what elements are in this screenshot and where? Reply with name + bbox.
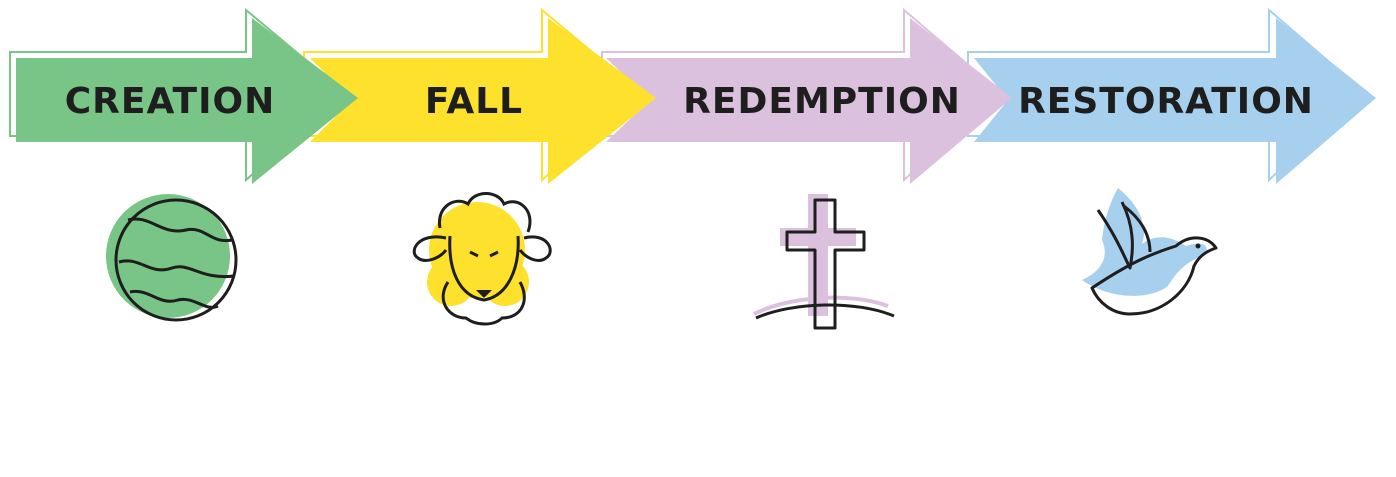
arrow-restoration-label: RESTORATION <box>1018 81 1314 122</box>
arrow-fall-label: FALL <box>425 81 523 122</box>
arrow-fall-body <box>310 18 656 184</box>
cross-icon <box>753 194 895 330</box>
arrow-redemption-label: REDEMPTION <box>683 81 961 122</box>
arrow-fall: FALL <box>303 7 656 184</box>
arrow-restoration: RESTORATION <box>967 7 1376 184</box>
arrow-redemption-body <box>606 18 1012 184</box>
arrow-creation: CREATION <box>9 7 358 184</box>
arrow-creation-body <box>16 18 358 184</box>
dove-icon <box>1082 188 1218 316</box>
arrow-redemption: REDEMPTION <box>601 7 1012 184</box>
arrow-creation-label: CREATION <box>65 81 275 122</box>
sheep-icon <box>412 192 552 326</box>
arrow-restoration-body <box>974 18 1376 184</box>
globe-icon <box>106 194 238 322</box>
